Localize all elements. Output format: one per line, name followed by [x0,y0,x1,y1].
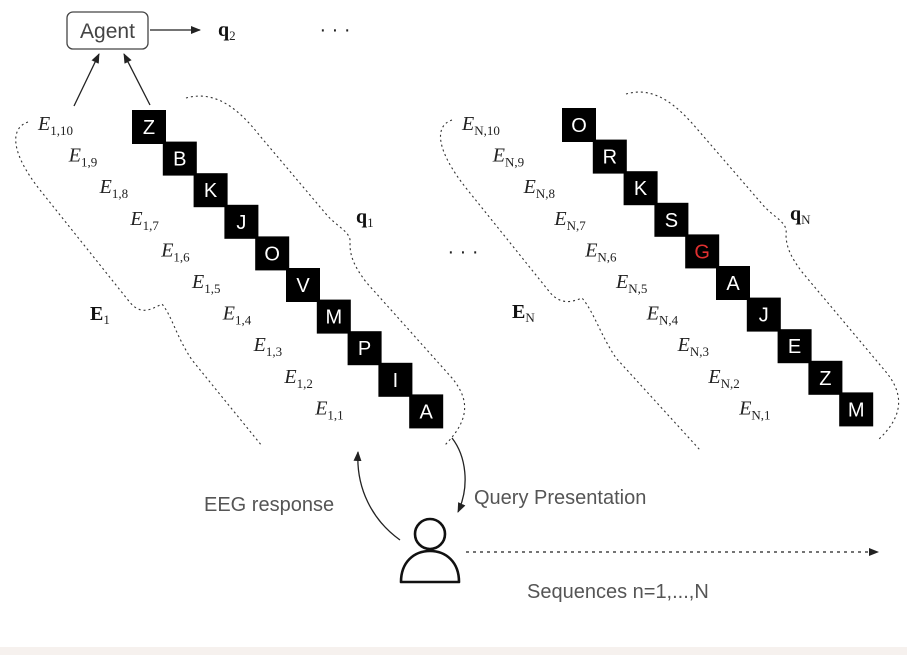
epoch-label: EN,6 [584,239,617,264]
stimulus-letter: M [848,399,865,421]
eeg-response-label: EEG response [204,494,334,516]
stimulus-tile [654,202,689,237]
query-presentation-label: Query Presentation [474,487,646,509]
agent-label: Agent [80,20,135,43]
epoch-label: EN,5 [615,271,647,296]
epoch-label: EN,4 [646,303,679,328]
sequences-label: Sequences n=1,...,N [527,581,709,603]
epoch-label: E1,5 [191,271,220,296]
stimulus-to-agent-arrow [123,53,151,106]
sequence-1: ZBKJOVMPIAE1,10E1,9E1,8E1,7E1,6E1,5E1,4E… [37,110,444,429]
stimulus-letter: Z [143,117,155,139]
agent-box [66,11,149,50]
ellipsis-top: · · · [319,19,350,41]
query-brace-1 [185,95,466,447]
epochs-set-1-label: E1 [90,303,110,327]
stimulus-letter: S [665,210,678,232]
stimulus-letter: J [236,212,246,234]
sequence-1-brackets: q1 E1 [15,95,466,447]
stimulus-tile [132,110,166,144]
query-1-label: q1 [356,206,374,230]
stimulus-tile [623,171,658,206]
stimulus-tile [685,234,720,269]
footer-strip [0,647,907,655]
stimulus-tile [746,297,781,332]
epochs-brace-1 [15,121,263,447]
epoch-label: E1,1 [314,397,343,422]
stimulus-letter-target: G [694,241,710,263]
epoch-label: E1,9 [68,145,97,170]
epoch-label: EN,3 [677,334,709,359]
stimulus-letter: Z [819,368,831,390]
stimulus-letter: E [788,336,801,358]
stimulus-tile [347,331,382,366]
stimulus-tile [255,236,290,271]
stimulus-letter: A [420,401,434,423]
stimulus-letter: O [264,243,280,265]
epoch-label: E1,4 [222,303,252,328]
ellipsis-middle: · · · [447,241,478,263]
stimulus-tile [777,329,812,364]
stimulus-tile [193,173,228,208]
epoch-label: E1,8 [99,176,128,201]
stimulus-letter: O [571,115,587,137]
stimulus-letter: M [325,307,342,329]
epoch-label: EN,2 [707,366,739,391]
stimulus-letter: B [173,149,186,171]
stimulus-tile [716,266,750,300]
query-presentation-arrow [451,437,466,513]
epoch-label: EN,8 [523,176,555,201]
stimulus-letter: I [393,370,399,392]
epoch-label: EN,7 [553,208,586,233]
epoch-label: EN,10 [461,113,500,138]
epoch-label: E1,2 [283,366,312,391]
stimulus-letter: A [726,273,740,295]
stimulus-tile [378,362,413,397]
stimulus-letter: V [296,275,310,297]
epoch-label: E1,7 [129,208,159,233]
user-icon [399,517,461,584]
epoch-label: EN,1 [738,397,770,422]
stimulus-letter: K [204,180,218,202]
stimulus-tile [409,394,444,429]
stimulus-letter: K [634,178,648,200]
query-n-label: qN [790,203,811,227]
stimulus-letter: R [603,147,617,169]
query-brace-n [625,91,900,441]
sequence-layer: ZBKJOVMPIAE1,10E1,9E1,8E1,7E1,6E1,5E1,4E… [37,108,874,429]
agent-output-query: q2 [218,19,236,43]
stimulus-tile [839,392,874,427]
stimulus-tile [286,268,320,302]
stimulus-tile [316,299,351,334]
stimulus-letter: P [358,338,371,360]
epochs-set-n-label: EN [512,301,535,325]
stimulus-tile [592,139,627,174]
epoch-label: E1,6 [160,239,190,264]
stimulus-tile [562,108,596,142]
epochs-brace-n [439,119,701,451]
epoch-label: E1,10 [37,113,73,138]
stimulus-letter: J [759,305,769,327]
epoch-label: EN,9 [492,145,524,170]
sequence-n-brackets: qN EN [439,91,900,451]
eeg-response-arrow [353,451,401,541]
epoch-to-agent-arrow [73,53,100,107]
stimulus-tile [808,360,843,395]
agent-node: Agent [66,11,149,50]
stimulus-tile [162,141,197,176]
epoch-label: E1,3 [253,334,282,359]
sequence-2: ORKSGAJEZMEN,10EN,9EN,8EN,7EN,6EN,5EN,4E… [461,108,874,427]
stimulus-tile [224,204,259,239]
